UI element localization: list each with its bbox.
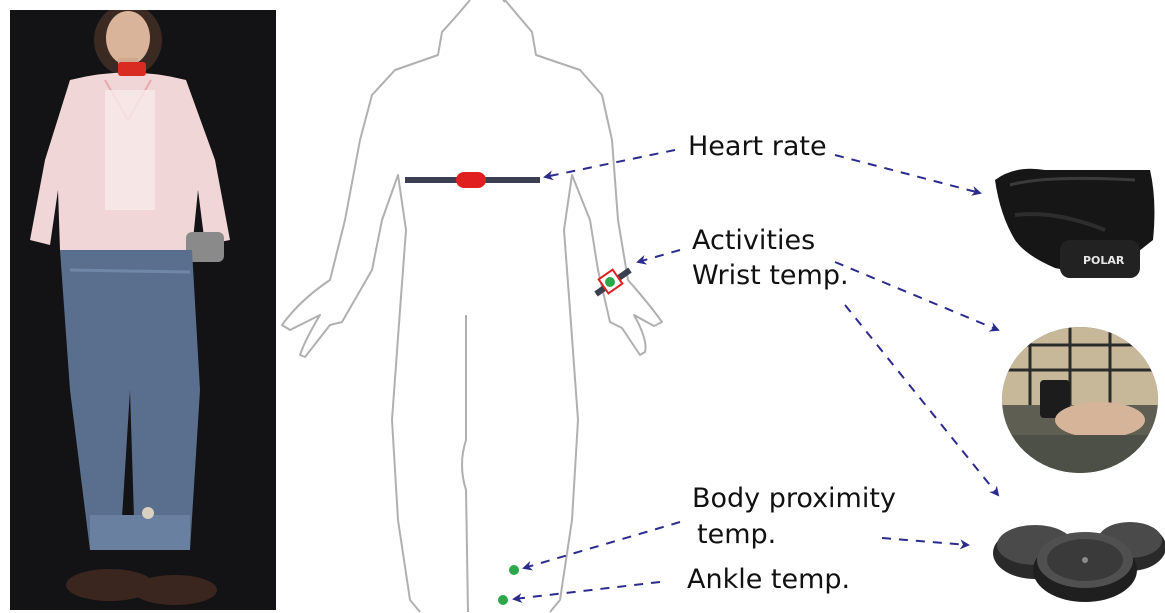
activities-label: Activities (692, 227, 815, 254)
wrist-temp-label: Wrist temp. (692, 262, 849, 289)
arrow-activities-to-wrist (638, 250, 680, 262)
body-proximity-sensor (509, 565, 519, 575)
arrow-heart-to-device (835, 155, 980, 193)
arrow-proximity-to-buttons (882, 538, 968, 545)
arrow-activities-to-wrist-photo (835, 262, 998, 330)
heart-rate-sensor (456, 172, 486, 188)
wrist-sensor-photo (1000, 325, 1160, 475)
heart-rate-strap-image: POLAR (985, 160, 1160, 290)
ankle-temp-label: Ankle temp. (687, 566, 850, 593)
temperature-buttons-image (990, 505, 1165, 610)
arrow-wrist-to-buttons (845, 305, 998, 495)
arrow-proximity-to-sensor (524, 522, 680, 568)
wrist-temp-sensor (605, 277, 615, 287)
arrow-heart-to-belt (545, 150, 675, 177)
polar-logo: POLAR (1083, 254, 1125, 267)
ankle-temp-sensor (498, 595, 508, 605)
heart-rate-label: Heart rate (688, 133, 827, 160)
arrow-ankle-to-sensor (514, 582, 660, 599)
body-proximity-label: Body proximity (692, 485, 896, 512)
body-proximity-label-line2: temp. (697, 521, 776, 548)
body-outline (282, 0, 662, 612)
